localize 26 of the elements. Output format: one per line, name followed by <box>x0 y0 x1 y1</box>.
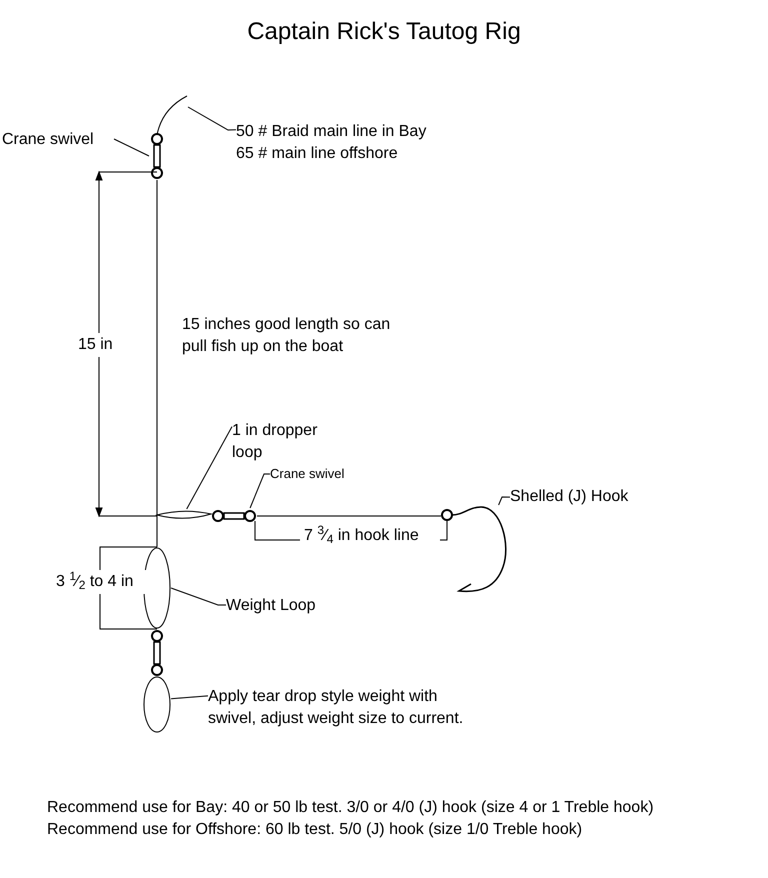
note-text: Recommend use for Bay: 40 or 50 lb test. 3/0 or 4/0 (J) hook (size 4 or 1 Treble hook) <box>47 798 655 818</box>
line-drawing <box>156 95 188 135</box>
leader-line <box>498 496 510 506</box>
leader-line <box>170 695 208 700</box>
leader-line <box>188 106 236 130</box>
callout-text: 65 # main line offshore <box>236 144 399 164</box>
callout-text: 1 in dropper loop <box>232 421 318 463</box>
callout-text: Crane swivel <box>2 130 95 150</box>
ellipse-drawing <box>143 676 171 733</box>
dimension-label: 3 $^{1}$⁄$_{2}$ to 4 in <box>56 570 146 594</box>
callout-text: Apply tear drop style weight with swivel, adjust weight size to current. <box>208 687 464 729</box>
note-text: 15 inches good length so can pull fish up on the boat <box>182 315 392 357</box>
leader-line <box>114 138 150 156</box>
leader-line <box>250 474 270 508</box>
callout-text: Crane swivel <box>270 466 346 482</box>
leader-line <box>170 588 226 606</box>
leader-line <box>186 426 232 510</box>
callout-text: Weight Loop <box>226 596 317 616</box>
swivel-drawing <box>211 508 257 524</box>
fishing-line <box>156 180 158 548</box>
swivel-drawing <box>149 132 165 180</box>
loop-drawing <box>157 509 211 521</box>
callout-text: 50 # Braid main line in Bay <box>236 122 428 142</box>
title: Captain Rick's Tautog Rig <box>246 17 522 47</box>
callout-text: Shelled (J) Hook <box>510 487 630 507</box>
note-text: Recommend use for Offshore: 60 lb test. 5/0 (J) hook (size 1/0 Treble hook) <box>47 820 584 840</box>
